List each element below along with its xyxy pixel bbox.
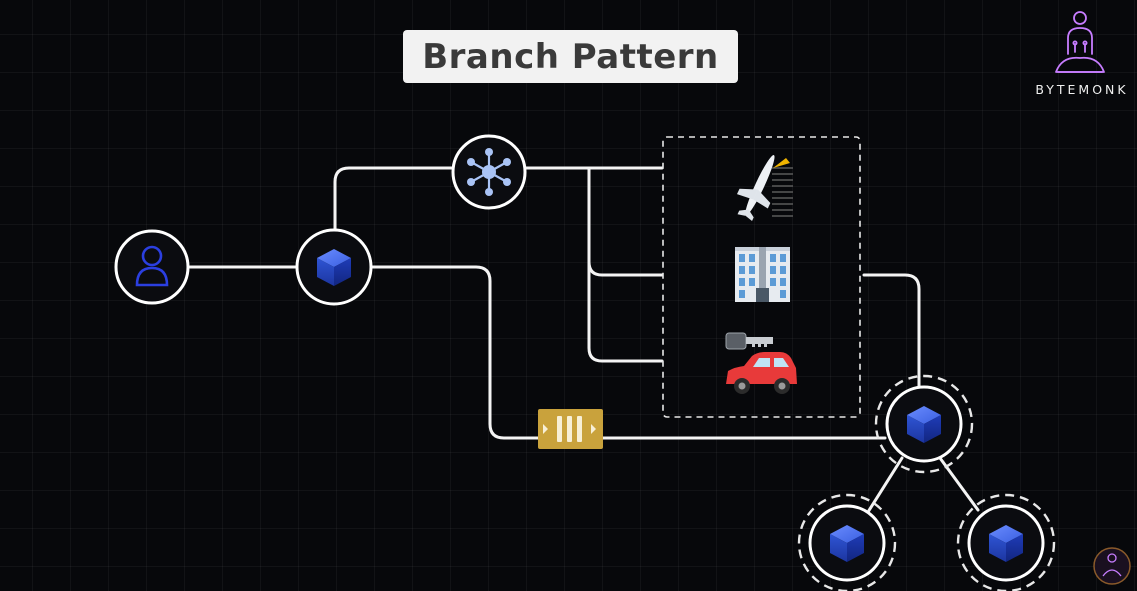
aggregator-to-queue-line <box>369 265 540 440</box>
broker-to-hotel-line <box>587 166 664 277</box>
branch-to-left-child-line <box>866 456 904 514</box>
broker-to-car-line <box>587 260 664 363</box>
brand-name: BYTEMONK <box>1035 82 1129 97</box>
connectors <box>188 166 980 514</box>
aggregator-node <box>295 228 373 306</box>
flight-service <box>736 155 793 222</box>
broker-node <box>451 134 527 210</box>
child-service-right-node <box>956 493 1056 591</box>
client-node <box>114 229 190 305</box>
hotel-building-icon <box>735 247 790 302</box>
page-title-text: Branch Pattern <box>422 36 719 77</box>
airplane-icon <box>736 155 793 222</box>
car-key-icon <box>725 332 773 350</box>
brand-logo: BYTEMONK <box>1028 8 1136 104</box>
car-rental-service <box>725 332 797 394</box>
watermark-avatar <box>1093 547 1131 585</box>
car-icon <box>726 352 797 394</box>
queue-node <box>538 409 603 449</box>
user-icon <box>135 245 169 287</box>
aggregator-to-broker-line <box>333 166 454 232</box>
child-service-left-node <box>797 493 897 591</box>
hotel-service <box>735 247 790 302</box>
monk-logo-icon <box>1055 11 1105 73</box>
branch-service-node <box>874 374 974 474</box>
services-group-box <box>662 136 861 418</box>
hub-icon <box>467 148 511 196</box>
page-title: Branch Pattern <box>403 30 738 83</box>
services-to-branch-line <box>862 273 921 390</box>
